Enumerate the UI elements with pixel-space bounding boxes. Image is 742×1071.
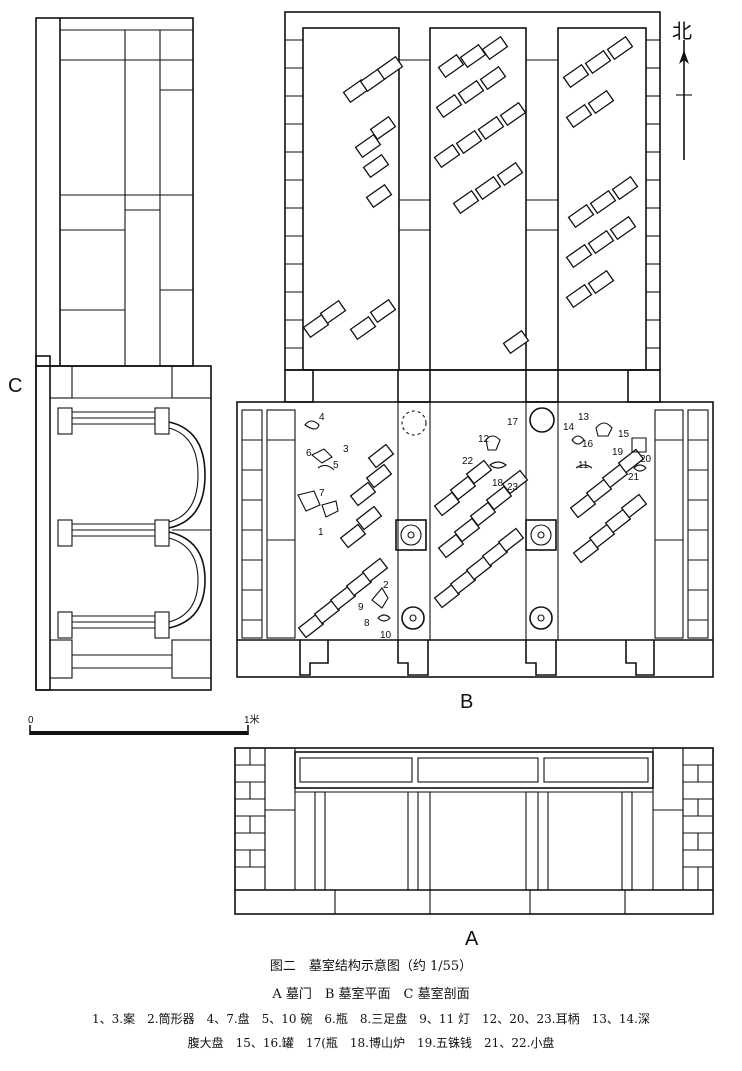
legend-line-2: 腹大盘 15、16.罐 17(瓶 18.博山炉 19.五铢钱 21、22.小盘 xyxy=(187,1036,555,1050)
north-arrow: 北 xyxy=(672,20,692,160)
item-number: 3 xyxy=(343,444,349,455)
legend-line-1: 1、3.案 2.筒形器 4、7.盘 5、10 碗 6.瓶 8.三足盘 9、11 … xyxy=(92,1012,650,1026)
figure-title: 图二 墓室结构示意图（约 1/55） xyxy=(269,959,473,974)
item-number: 23 xyxy=(507,482,519,493)
north-label: 北 xyxy=(672,20,692,43)
item-number: 4 xyxy=(319,412,325,423)
scale-bar: 0 1米 xyxy=(28,713,260,735)
item-number: 7 xyxy=(319,488,325,499)
item-number: 18 xyxy=(492,478,504,489)
item-number: 16 xyxy=(582,439,594,450)
item-number: 17 xyxy=(507,417,519,428)
item-number: 14 xyxy=(563,422,575,433)
scale-one-meter: 1米 xyxy=(244,713,260,726)
item-number: 12 xyxy=(478,434,490,445)
item-number: 22 xyxy=(462,456,474,467)
door-a-drawing xyxy=(234,747,714,915)
section-c-label: C xyxy=(8,375,22,397)
item-number-labels: 1 2 3 4 5 6 7 8 9 10 11 12 13 14 15 16 1… xyxy=(306,412,652,641)
item-number: 5 xyxy=(333,460,339,471)
item-number: 8 xyxy=(364,618,370,629)
scale-zero: 0 xyxy=(28,715,34,726)
item-number: 6 xyxy=(306,448,312,459)
item-number: 20 xyxy=(640,454,652,465)
item-number: 19 xyxy=(612,447,624,458)
door-a-label: A xyxy=(465,928,479,950)
item-number: 9 xyxy=(358,602,364,613)
item-number: 13 xyxy=(578,412,590,423)
view-key: A 墓门 B 墓室平面 C 墓室剖面 xyxy=(272,987,470,1002)
item-number: 1 xyxy=(318,527,324,538)
item-number: 11 xyxy=(578,460,589,471)
plan-b-label: B xyxy=(460,691,473,713)
section-c-drawing xyxy=(35,17,212,691)
item-number: 10 xyxy=(380,630,392,641)
plan-b-drawing xyxy=(236,11,714,678)
item-number: 2 xyxy=(383,580,389,591)
item-number: 21 xyxy=(628,472,640,483)
item-number: 15 xyxy=(618,429,630,440)
